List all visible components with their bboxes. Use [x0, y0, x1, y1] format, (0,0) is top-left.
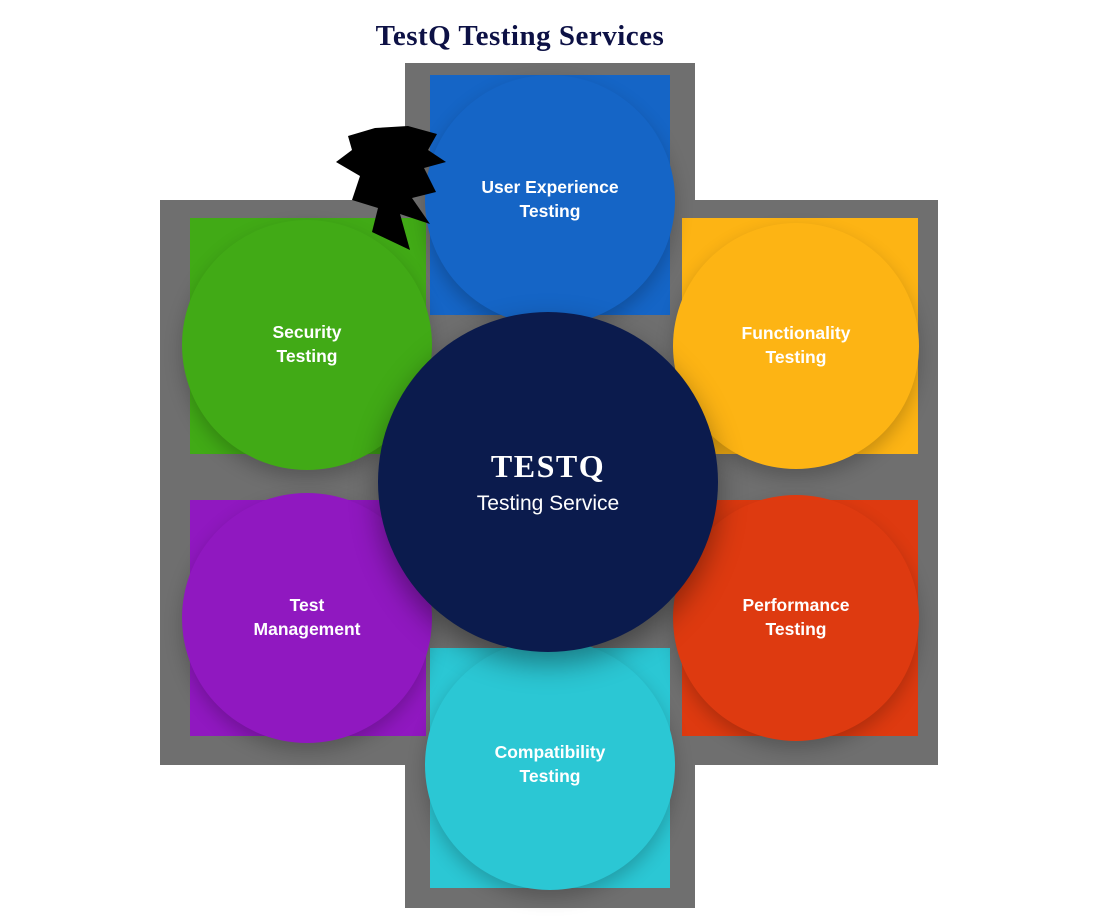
- node-label-functionality-testing: Functionality Testing: [741, 323, 851, 367]
- node-performance-testing: Performance Testing: [673, 495, 919, 741]
- node-compatibility-testing: Compatibility Testing: [425, 640, 675, 890]
- ink-blot-polygon: [336, 126, 446, 250]
- center-title: TESTQ: [490, 448, 606, 484]
- node-label-performance-testing: Performance Testing: [742, 595, 850, 639]
- node-functionality-testing: Functionality Testing: [673, 223, 919, 469]
- center-node-testq: TESTQ Testing Service: [378, 312, 718, 652]
- node-label-compatibility-testing: Compatibility Testing: [494, 742, 606, 786]
- diagram-title: TestQ Testing Services: [375, 20, 665, 52]
- node-label-security-testing: Security Testing: [272, 322, 342, 366]
- node-user-experience-testing: User Experience Testing: [425, 75, 675, 325]
- ink-blot-shape: [336, 126, 446, 250]
- node-label-test-management: Test Management: [253, 595, 361, 639]
- node-label-user-experience-testing: User Experience Testing: [481, 177, 619, 221]
- center-subtitle: Testing Service: [476, 492, 620, 515]
